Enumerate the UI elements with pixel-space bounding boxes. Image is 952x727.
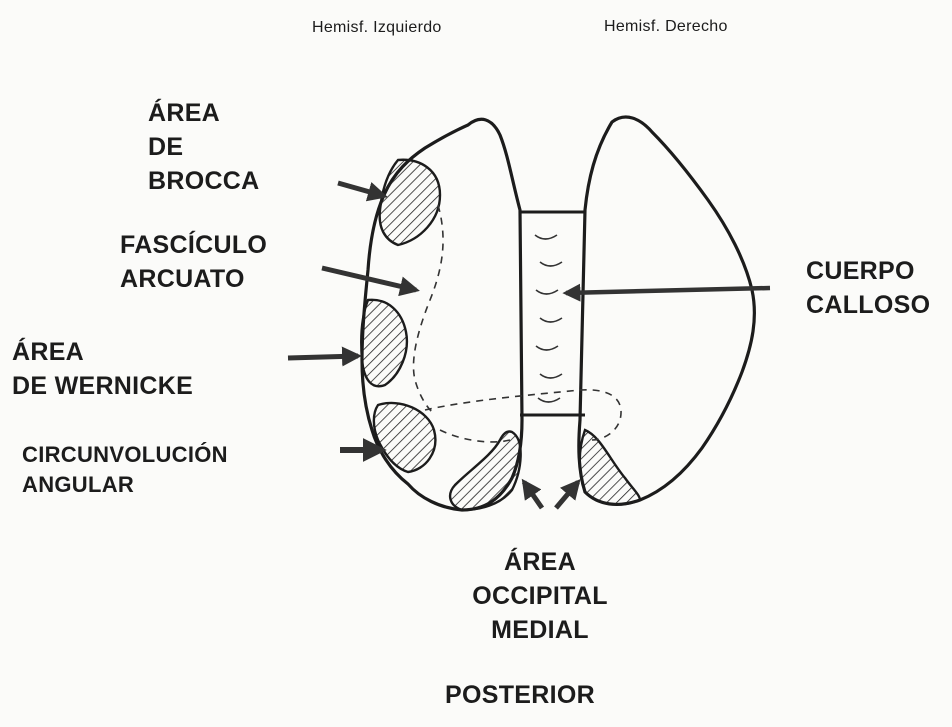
label-broca-line-2: DE [148, 130, 260, 164]
corpus-callosum [520, 212, 585, 415]
label-occipital-line-3: MEDIAL [470, 613, 610, 647]
arrow-broca [338, 183, 384, 196]
arrow-wernicke [288, 356, 358, 358]
header-right-hemisphere: Hemisf. Derecho [604, 17, 728, 37]
label-occipital-line-2: OCCIPITAL [470, 579, 610, 613]
label-occipital-line-1: ÁREA [470, 545, 610, 579]
arrow-occipital-left [524, 482, 542, 508]
label-circunvolucion-line-1: CIRCUNVOLUCIÓN [22, 440, 228, 470]
wernicke-area-region [361, 300, 407, 386]
label-fasciculo-line-1: FASCÍCULO [120, 228, 267, 262]
label-occipital: ÁREA OCCIPITAL MEDIAL [470, 545, 610, 647]
angular-gyrus-region [374, 403, 435, 472]
arrow-cuerpo-calloso [566, 288, 770, 293]
label-posterior: POSTERIOR [445, 678, 595, 712]
label-fasciculo-line-2: ARCUATO [120, 262, 267, 296]
left-occipital-region [450, 431, 521, 510]
label-cuerpo-calloso-line-1: CUERPO [806, 254, 930, 288]
arrow-occipital-right [556, 482, 578, 508]
label-circunvolucion-line-2: ANGULAR [22, 470, 228, 500]
label-wernicke-line-2: DE WERNICKE [12, 369, 193, 403]
label-wernicke-line-1: ÁREA [12, 335, 193, 369]
broca-area-region [380, 160, 440, 245]
right-occipital-region [580, 430, 640, 504]
right-hemisphere-outline [579, 117, 755, 504]
label-wernicke: ÁREA DE WERNICKE [12, 335, 193, 403]
label-circunvolucion: CIRCUNVOLUCIÓN ANGULAR [22, 440, 228, 500]
label-fasciculo: FASCÍCULO ARCUATO [120, 228, 267, 296]
label-broca-line-1: ÁREA [148, 96, 260, 130]
label-cuerpo-calloso: CUERPO CALLOSO [806, 254, 930, 322]
label-cuerpo-calloso-line-2: CALLOSO [806, 288, 930, 322]
label-broca: ÁREA DE BROCCA [148, 96, 260, 198]
label-broca-line-3: BROCCA [148, 164, 260, 198]
header-left-hemisphere: Hemisf. Izquierdo [312, 18, 442, 38]
